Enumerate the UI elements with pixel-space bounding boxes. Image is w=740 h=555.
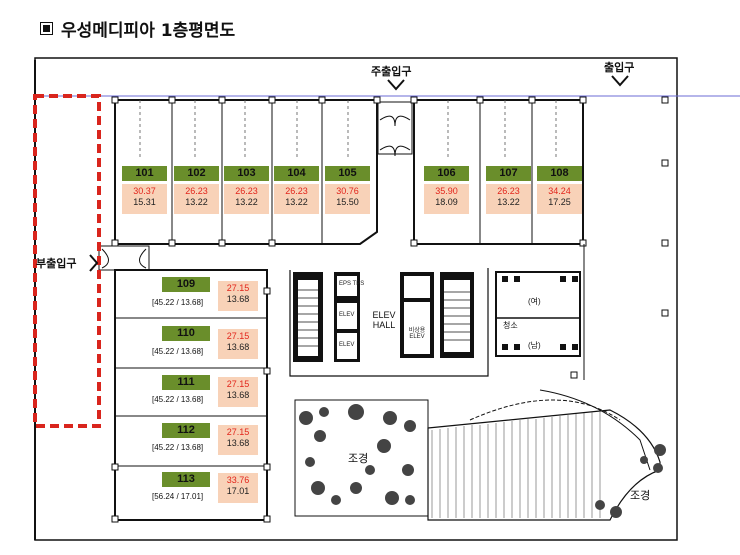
cleaning-room-label: 청소	[503, 321, 518, 330]
elev-label-2: ELEV	[339, 342, 355, 348]
unit-103-tag: 103	[224, 166, 269, 181]
elev-shafts-left	[334, 272, 360, 362]
unit-105-tag: 105	[325, 166, 370, 181]
restrooms	[495, 271, 581, 357]
elev-label-1: ELEV	[339, 312, 355, 318]
unit-112-tag: 112	[162, 423, 210, 438]
unit-113-tag: 113	[162, 472, 210, 487]
curved-ramp	[427, 389, 661, 521]
unit-110-ratio: [45.22 / 13.68]	[152, 347, 204, 356]
landscape-right-label: 조경	[630, 490, 651, 502]
core-outline	[289, 268, 489, 377]
eps-tps-label: EPS TPS	[339, 281, 365, 287]
landscape-left-trees	[299, 404, 416, 505]
men-restroom-label: (남)	[528, 341, 541, 350]
unit-109-ratio: [45.22 / 13.68]	[152, 298, 204, 307]
elev-hall-label: ELEV HALL	[372, 310, 396, 330]
title-text: 우성메디피아 1층평면도	[61, 21, 236, 41]
columns	[111, 96, 669, 523]
unit-112-ratio: [45.22 / 13.68]	[152, 443, 204, 452]
stair-left	[293, 272, 323, 362]
left-partitions	[115, 317, 267, 467]
exit-label: 출입구	[604, 62, 635, 74]
unit-110-tag: 110	[162, 326, 210, 341]
highlight-zone	[33, 94, 101, 428]
unit-109-tag: 109	[162, 277, 210, 292]
unit-102-tag: 102	[174, 166, 219, 181]
square-bullet-icon	[40, 22, 53, 35]
core-center	[400, 272, 474, 358]
landscape-left-label: 조경	[348, 453, 369, 465]
unit-106-tag: 106	[424, 166, 469, 181]
top-left-partitions	[171, 100, 323, 244]
unit-107-tag: 107	[486, 166, 531, 181]
women-restroom-label: (여)	[528, 297, 541, 306]
sub-entrance-label: 부출입구	[36, 258, 77, 270]
unit-111-ratio: [45.22 / 13.68]	[152, 395, 204, 404]
emergency-elev-label: 비상용 ELEV	[408, 328, 426, 340]
unit-104-tag: 104	[274, 166, 319, 181]
unit-111-tag: 111	[162, 375, 210, 390]
unit-101-tag: 101	[122, 166, 167, 181]
sub-entrance-doors	[98, 245, 150, 271]
top-door-lines	[139, 100, 557, 160]
unit-108-tag: 108	[537, 166, 582, 181]
top-left-block-wall	[114, 99, 378, 245]
left-block-wall	[114, 269, 268, 521]
landscape-right-trees	[595, 444, 666, 518]
main-entrance-doors	[377, 101, 413, 157]
top-right-partitions	[479, 100, 533, 244]
entrance-arrows	[89, 75, 629, 272]
unit-113-ratio: [56.24 / 17.01]	[152, 492, 204, 501]
page-title: 우성메디피아 1층평면도	[40, 16, 235, 41]
main-entrance-label: 주출입구	[371, 66, 412, 78]
